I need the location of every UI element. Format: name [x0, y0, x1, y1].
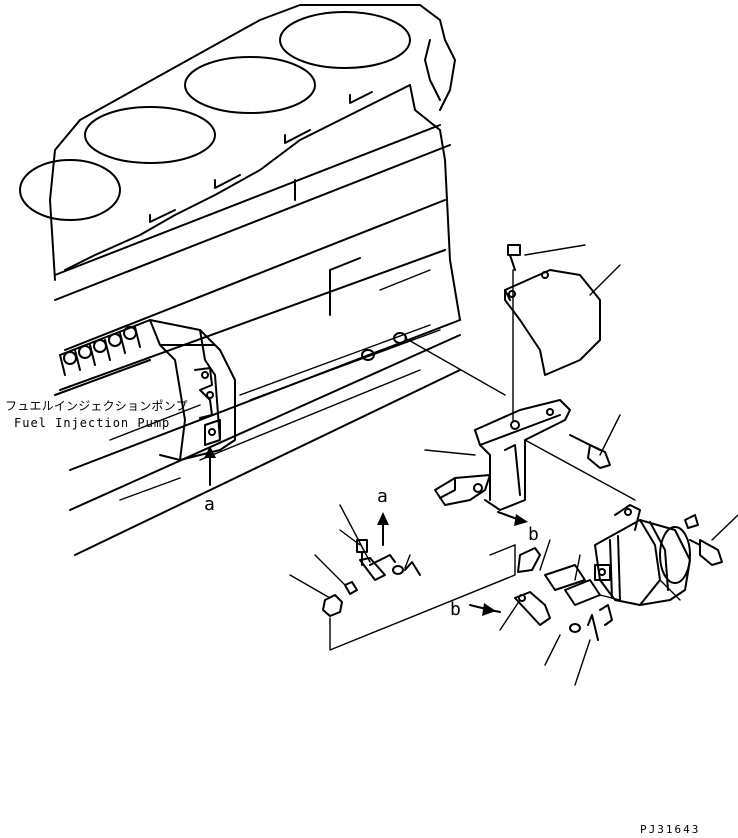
arrow-label-a-pump: a: [204, 494, 215, 515]
stop-solenoid-bracket: [404, 244, 636, 526]
arrow-label-a-linkage: a: [377, 486, 388, 507]
pump-label-japanese: フュエルインジェクションポンプ: [5, 399, 188, 413]
linkage-parts: [322, 512, 613, 651]
leader-lines: [289, 244, 738, 686]
stop-solenoid: [594, 504, 723, 606]
engine-block: [19, 4, 461, 556]
arrow-label-b-bracket: b: [528, 524, 539, 545]
drawing-code: PJ31643: [640, 823, 700, 836]
fuel-injection-pump: [54, 319, 236, 486]
pump-label-english: Fuel Injection Pump: [14, 416, 170, 430]
arrow-label-b-linkage: b: [450, 599, 461, 620]
